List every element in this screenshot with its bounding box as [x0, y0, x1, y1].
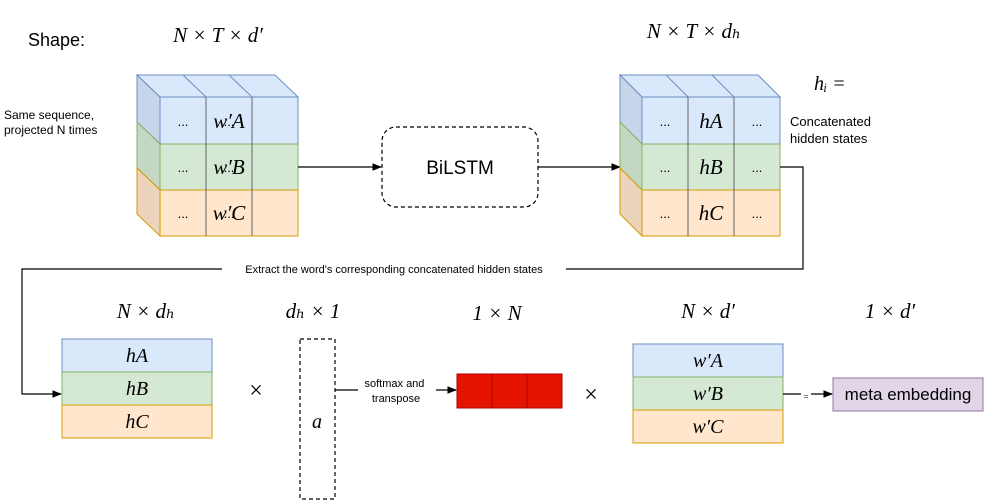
hidden-matrix-label-a: hA — [126, 345, 149, 367]
hidden-cube-row-a — [641, 96, 781, 145]
weight-cell — [456, 373, 493, 409]
hidden-matrix-row-b — [61, 371, 213, 406]
input-cube-ellipsis: ... — [178, 114, 189, 129]
input-cube-ellipsis: ... — [224, 206, 235, 221]
input-cube-ellipsis: ... — [178, 160, 189, 175]
hidden-matrix-row-a — [61, 338, 213, 373]
dim-attention-vector: dₕ × 1 — [286, 299, 341, 323]
projected-matrix-label-b: w′B — [693, 383, 723, 405]
hidden-matrix: hA hB hC — [61, 338, 213, 439]
hidden-cube-ellipsis: ... — [752, 114, 763, 129]
hidden-cube-label-c: hC — [699, 201, 725, 225]
input-cube-row-b — [159, 143, 299, 191]
bilstm-label: BiLSTM — [426, 158, 494, 179]
input-cube-row-c — [159, 189, 299, 237]
projected-matrix-label-a: w′A — [693, 350, 724, 372]
input-cube: ... ... ... ... ... ... w′A w′B w′C — [135, 73, 300, 238]
dim-weights: 1 × N — [472, 301, 522, 325]
equals-bg — [801, 389, 811, 399]
left-note-line-2: projected N times — [4, 123, 97, 137]
weights-vector — [456, 373, 563, 409]
equals-symbol: = — [803, 392, 808, 402]
hi-note: Concatenated hidden states — [790, 114, 875, 146]
hidden-matrix-label-b: hB — [126, 378, 148, 400]
input-cube-top — [135, 74, 300, 98]
hidden-matrix-label-c: hC — [125, 411, 149, 433]
softmax-label-line-2: transpose — [372, 393, 420, 405]
hidden-cube-row-b — [641, 143, 781, 191]
dim-projected-matrix: N × d′ — [680, 299, 735, 323]
hidden-cube-ellipsis: ... — [752, 206, 763, 221]
input-cube-ellipsis: ... — [224, 160, 235, 175]
dim-hidden-matrix: N × dₕ — [116, 299, 175, 323]
hidden-matrix-row-c — [61, 404, 213, 439]
left-note: Same sequence, projected N times — [4, 108, 97, 137]
meta-embedding-label: meta embedding — [845, 385, 972, 404]
softmax-label-bg — [358, 375, 436, 405]
attention-vector-box — [299, 338, 336, 500]
hidden-cube-top — [618, 74, 782, 98]
dim-hidden-tensor: N × T × dₕ — [646, 19, 741, 43]
dim-input-tensor: N × T × d′ — [172, 23, 263, 47]
shape-label: Shape: — [28, 30, 85, 50]
meta-embedding-box — [832, 377, 984, 412]
projected-matrix-label-c: w′C — [692, 416, 724, 438]
softmax-label: softmax and transpose — [365, 378, 428, 405]
input-cube-label-a: w′A — [213, 109, 245, 133]
extract-label: Extract the word's corresponding concate… — [245, 264, 543, 276]
attention-vector: a — [299, 338, 336, 500]
hi-note-line-2: hidden states — [790, 131, 868, 146]
hi-label: hᵢ = — [814, 73, 846, 95]
meta-embedding-node: meta embedding — [832, 377, 984, 412]
hi-note-line-1: Concatenated — [790, 114, 871, 129]
input-cube-label-b: w′B — [213, 155, 245, 179]
extract-label-bg — [222, 261, 566, 277]
weight-cell — [526, 373, 563, 409]
times-symbol-2: × — [584, 382, 598, 408]
hidden-cube-label-b: hB — [699, 155, 723, 179]
projected-matrix-row-c — [632, 409, 784, 444]
bilstm-node: BiLSTM — [381, 126, 539, 208]
dim-output: 1 × d′ — [865, 299, 916, 323]
input-cube-ellipsis: ... — [224, 114, 235, 129]
hidden-cube-label-a: hA — [699, 109, 723, 133]
left-note-line-1: Same sequence, — [4, 108, 94, 122]
hidden-cube: ... ... ... ... ... ... hA hB hC — [618, 73, 782, 238]
input-cube-row-a — [159, 96, 299, 145]
weight-cell — [491, 373, 528, 409]
projected-matrix: w′A w′B w′C — [632, 343, 784, 444]
hidden-cube-ellipsis: ... — [660, 206, 671, 221]
hidden-cube-row-c — [641, 189, 781, 237]
hidden-cube-ellipsis: ... — [660, 160, 671, 175]
input-cube-label-c: w′C — [213, 201, 247, 225]
attention-vector-label: a — [312, 411, 322, 433]
hidden-cube-ellipsis: ... — [660, 114, 671, 129]
times-symbol-1: × — [249, 378, 263, 404]
hidden-cube-ellipsis: ... — [752, 160, 763, 175]
softmax-label-line-1: softmax and — [365, 378, 425, 390]
input-cube-ellipsis: ... — [178, 206, 189, 221]
